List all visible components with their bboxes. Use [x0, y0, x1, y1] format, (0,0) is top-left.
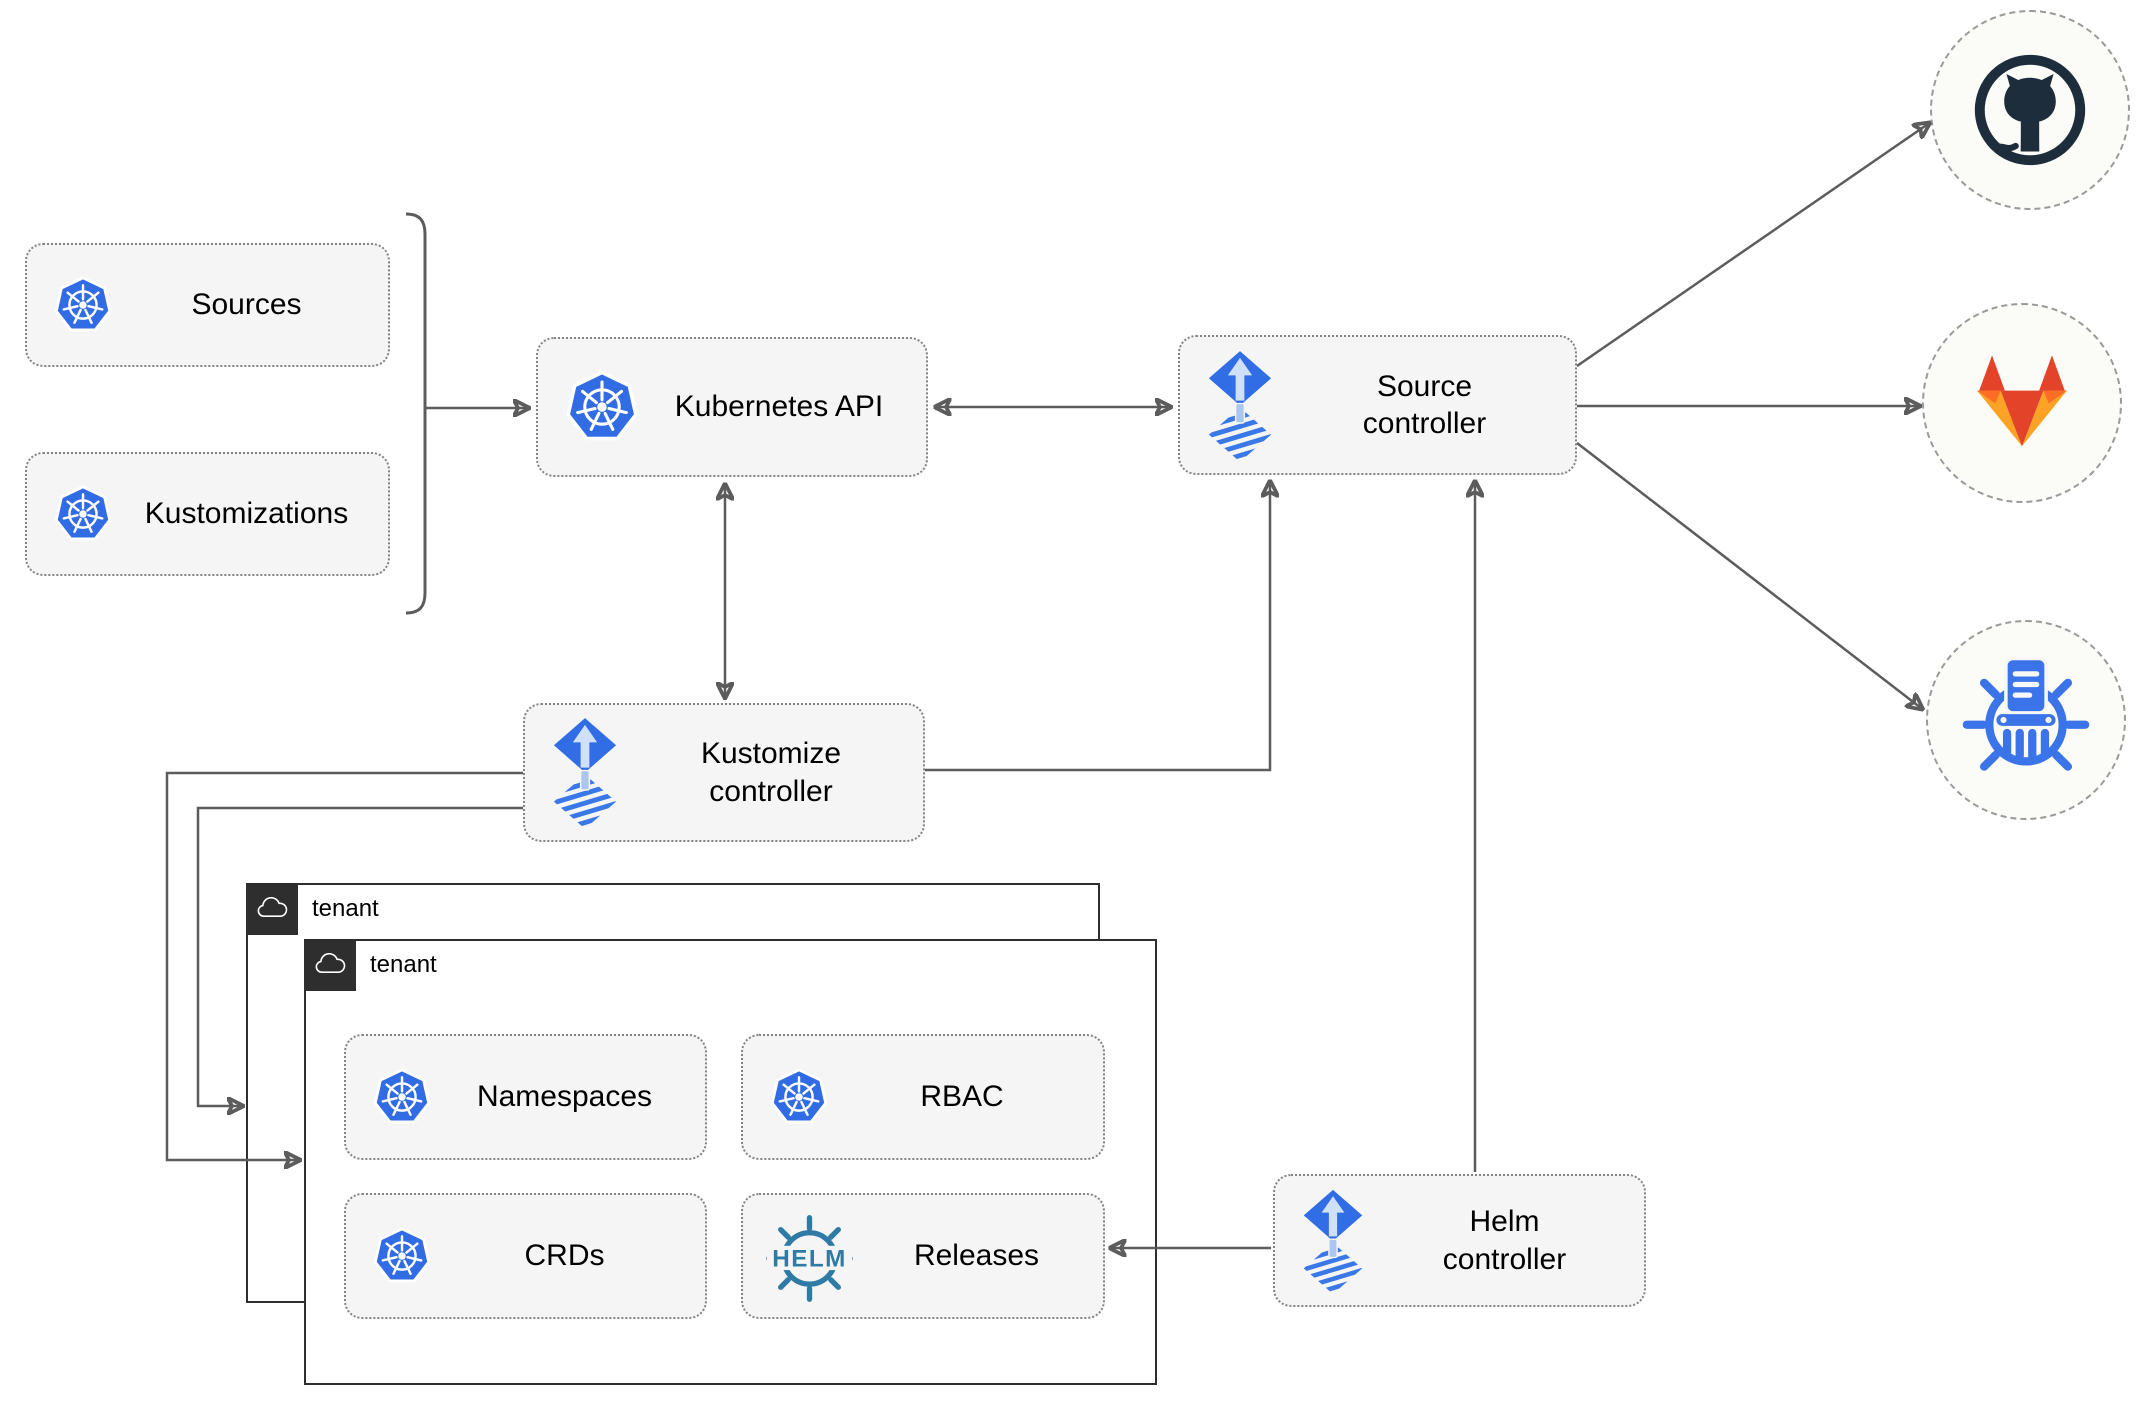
github-node: [1930, 10, 2130, 210]
node-source-controller: Source controller: [1178, 335, 1577, 475]
node-releases: HELM Releases: [741, 1193, 1105, 1319]
flux-icon: [551, 716, 619, 829]
chartmuseum-node: [1926, 620, 2126, 820]
node-sources: Sources: [25, 243, 390, 367]
cloud-icon: [256, 897, 288, 920]
rbac-label: RBAC: [920, 1080, 1004, 1114]
node-kubernetes-api: Kubernetes API: [536, 337, 928, 477]
gitlab-node: [1922, 303, 2122, 503]
chartmuseum-icon: [1955, 649, 2097, 791]
flux-icon: [1301, 1188, 1365, 1294]
source-controller-label: Source controller: [1362, 369, 1487, 441]
helm-logo-text: HELM: [772, 1245, 847, 1272]
sources-label: Sources: [191, 288, 302, 322]
node-rbac: RBAC: [741, 1034, 1105, 1160]
node-crds: CRDs: [344, 1193, 707, 1319]
kubernetes-icon: [53, 275, 113, 335]
flux-icon: [1206, 349, 1274, 462]
kubernetes-api-label: Kubernetes API: [674, 390, 884, 424]
edge-bracket: [405, 212, 427, 615]
tenant-back-label: tenant: [312, 894, 379, 922]
edge-source-controller-to-github: [1576, 124, 1928, 368]
kubernetes-icon: [769, 1067, 829, 1127]
kubernetes-icon: [372, 1067, 432, 1127]
node-kustomizations: Kustomizations: [25, 452, 390, 576]
node-namespaces: Namespaces: [344, 1034, 707, 1160]
tenant-badge: [245, 882, 298, 935]
github-octocat-icon: [1968, 48, 2092, 172]
kubernetes-icon: [53, 484, 113, 544]
node-helm-controller: Helm controller: [1273, 1174, 1646, 1307]
tenant-box-front: tenant Namespaces RBAC CRDs HELM: [303, 938, 1157, 1385]
kustomize-controller-label: Kustomize controller: [700, 737, 842, 808]
node-kustomize-controller: Kustomize controller: [523, 703, 925, 842]
crds-label: CRDs: [524, 1239, 605, 1273]
kubernetes-icon: [372, 1226, 432, 1286]
helm-logo-icon: HELM: [761, 1208, 858, 1305]
tenant-badge: [303, 938, 356, 991]
namespaces-label: Namespaces: [476, 1080, 653, 1114]
helm-controller-label: Helm controller: [1442, 1205, 1567, 1276]
cloud-icon: [314, 953, 346, 976]
tenant-front-label: tenant: [370, 950, 437, 978]
gitlab-tanuki-icon: [1963, 350, 2081, 457]
edge-kustomize-controller-to-source-controller: [925, 483, 1270, 772]
edge-source-controller-to-chartmuseum: [1576, 442, 1921, 708]
releases-label: Releases: [913, 1239, 1040, 1273]
kubernetes-icon: [564, 369, 640, 445]
kustomizations-label: Kustomizations: [144, 497, 349, 531]
